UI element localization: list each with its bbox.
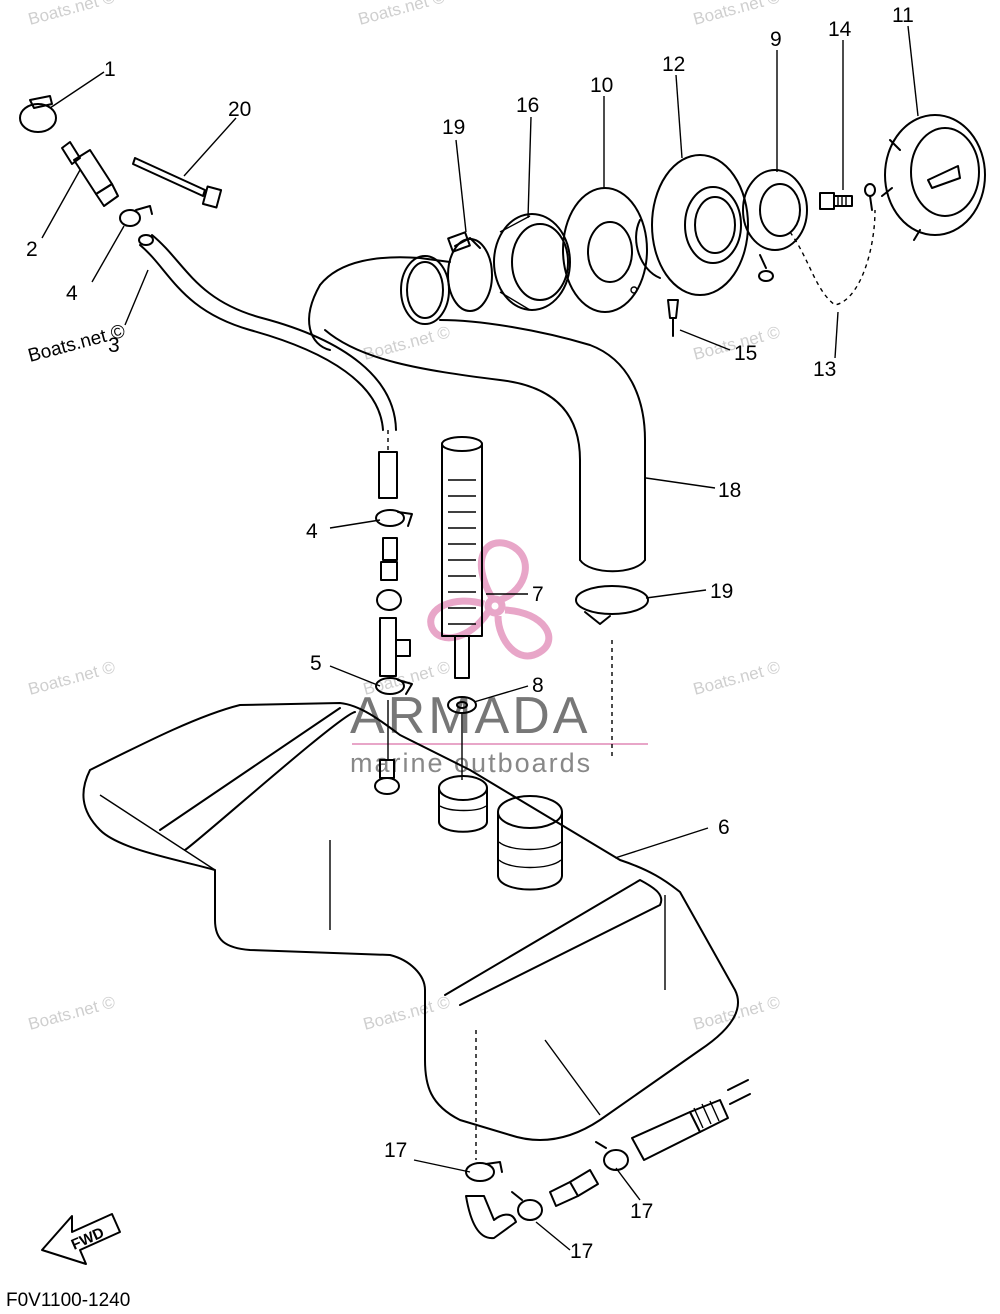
- propeller-icon: [427, 539, 553, 660]
- part-19-band-upper: [400, 231, 493, 325]
- callout-4-stack: 4: [306, 520, 318, 543]
- watermark: Boats.net ©: [26, 657, 117, 699]
- part-9-cap-ring: [742, 169, 808, 282]
- connector-stack: [374, 509, 413, 795]
- watermark: Boats.net ©: [691, 657, 782, 699]
- callout-17-left: 17: [384, 1139, 407, 1162]
- callout-11: 11: [892, 4, 914, 27]
- lower-hoses: [465, 1030, 751, 1240]
- callout-2: 2: [26, 238, 38, 261]
- callout-12: 12: [662, 53, 685, 76]
- callout-20: 20: [228, 98, 251, 121]
- part-2-joint: [61, 141, 119, 207]
- callout-19-upper: 19: [442, 116, 465, 139]
- brand-tagline: marine outboards: [350, 748, 592, 778]
- callout-8: 8: [532, 674, 544, 697]
- callout-18: 18: [718, 479, 741, 502]
- callout-14: 14: [828, 18, 852, 41]
- part-7-strainer: [441, 436, 483, 679]
- callout-17-right: 17: [630, 1200, 653, 1223]
- brand-name: ARMADA: [350, 687, 590, 745]
- watermark: Boats.net ©: [26, 992, 117, 1034]
- callout-17-bottom: 17: [570, 1240, 593, 1263]
- watermark: Boats.net ©: [361, 322, 452, 364]
- fwd-label: FWD: [69, 1224, 107, 1253]
- part-19-band-lower: [575, 585, 649, 760]
- part-3-fuel-hose: [138, 234, 398, 499]
- callout-6: 6: [718, 816, 730, 839]
- callouts: 1 2 3 4 4 5 6 7 8 9 10 11 12 13 14 15 16…: [26, 4, 914, 1263]
- part-15-pin: [667, 299, 679, 337]
- part-10-gasket: [562, 187, 648, 313]
- leader-lines: [41, 25, 919, 1251]
- callout-9: 9: [770, 28, 782, 51]
- watermark: Boats.net ©: [26, 0, 117, 29]
- fwd-arrow-icon: FWD: [41, 1213, 121, 1265]
- part-11-cap: [881, 114, 986, 241]
- callout-15: 15: [734, 342, 757, 365]
- part-1-clip: [19, 95, 57, 133]
- part-4-clip-top: [119, 205, 153, 227]
- watermark: Boats.net ©: [361, 992, 452, 1034]
- callout-16: 16: [516, 94, 539, 117]
- diagram-code: F0V1100-1240: [6, 1290, 130, 1311]
- part-13-chain: [789, 209, 876, 306]
- callout-3: 3: [108, 334, 120, 357]
- callout-1: 1: [104, 58, 116, 81]
- callout-7: 7: [532, 583, 544, 606]
- part-16-grommet: [493, 213, 571, 311]
- part-6-fuel-tank: [82, 702, 740, 1141]
- callout-10: 10: [590, 74, 613, 97]
- watermark: Boats.net ©: [356, 0, 447, 29]
- armada-logo: ARMADA marine outboards: [350, 539, 648, 778]
- callout-13: 13: [813, 358, 836, 381]
- callout-5: 5: [310, 652, 322, 675]
- callout-4-top: 4: [66, 282, 78, 305]
- watermark: Boats.net ©: [691, 0, 782, 29]
- callout-19-lower: 19: [710, 580, 733, 603]
- part-18-fill-hose: [308, 256, 646, 573]
- part-20-tie: [132, 157, 223, 209]
- part-8-grommet: [447, 696, 477, 780]
- part-14-screw: [819, 183, 876, 211]
- part-12-filler-neck: [630, 154, 749, 296]
